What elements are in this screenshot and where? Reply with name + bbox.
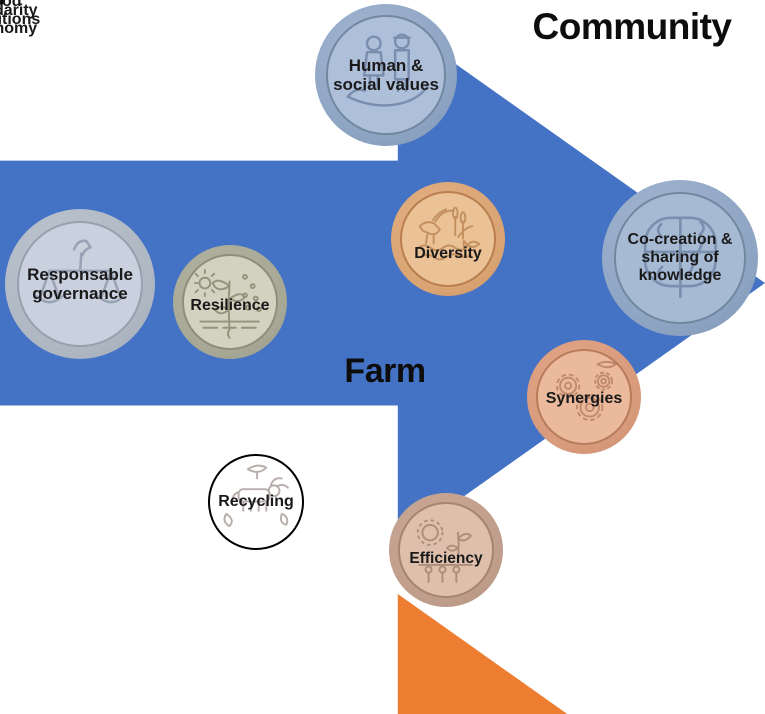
arrow-shape: [397, 594, 568, 714]
badge-inner: Resilience: [182, 254, 278, 350]
badge-label: Efficiency: [409, 550, 483, 568]
gears-icon: [556, 361, 618, 422]
farm-label: Farm: [344, 352, 426, 390]
badge-label: Co-creation & sharing of knowledge: [627, 230, 733, 285]
badge-label: Resilience: [190, 296, 270, 314]
people-on-hand-icon: [346, 33, 428, 107]
badge-inner: Co-creation & sharing of knowledge: [614, 192, 746, 324]
badge-inner: Cultural & Food Traditions: [0, 0, 40, 28]
badge-efficiency: Efficiency: [389, 493, 503, 607]
plant-sun-rain-icon: [194, 269, 263, 340]
badge-label: Recycling: [218, 492, 294, 510]
arrow-diversity-to-cocreation: [397, 594, 568, 714]
balance-scales-icon: [35, 239, 125, 304]
badge-inner: Efficiency: [398, 502, 494, 598]
badge-human-social-values: Human & social values: [315, 4, 457, 146]
badge-label: Responsable governance: [27, 264, 133, 303]
sun-sprout-icon: [417, 519, 474, 584]
badge-inner: Responsable governance: [17, 221, 143, 347]
badge-inner: Human & social values: [326, 15, 446, 135]
badge-inner: Circular & solidarity economy: [0, 0, 38, 37]
badge-label: Circular & solidarity economy: [0, 0, 38, 38]
badge-inner: Synergies: [536, 349, 632, 445]
badge-inner: Diversity: [400, 191, 496, 287]
badge-label: Cultural & Food Traditions: [0, 0, 41, 29]
badge-inner: Recycling: [208, 454, 304, 550]
badge-recycling: Recycling: [199, 445, 313, 559]
badge-label: Synergies: [545, 389, 623, 407]
badge-resilience: Resilience: [173, 245, 287, 359]
community-label: Community: [532, 6, 733, 47]
cow-leaves-icon: [223, 465, 290, 528]
badge-synergies: Synergies: [527, 340, 641, 454]
badge-diversity: Diversity: [391, 182, 505, 296]
knowledge-tree-icon: [643, 216, 717, 298]
badge-label: Diversity: [414, 244, 482, 262]
goat-plants-fish-icon: [417, 207, 481, 261]
badge-responsable-governance: Responsable governance: [5, 209, 155, 359]
badge-co-creation-sharing-of-knowledge: Co-creation & sharing of knowledge: [602, 180, 758, 336]
badge-label: Human & social values: [333, 55, 439, 94]
